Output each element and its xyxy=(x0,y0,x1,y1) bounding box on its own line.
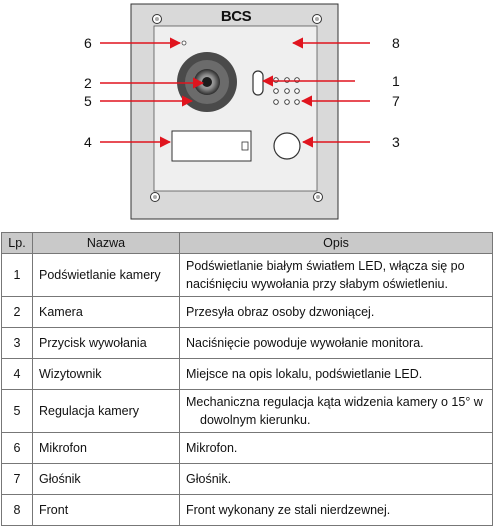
table-row: 2 Kamera Przesyła obraz osoby dzwoniącej… xyxy=(1,296,493,328)
row-nazwa: Głośnik xyxy=(32,463,180,495)
door-station-diagram: BCS 1 2 3 4 5 6 7 8 xyxy=(84,3,400,220)
front-face xyxy=(153,25,318,192)
header-nazwa: Nazwa xyxy=(32,232,180,254)
row-lp: 5 xyxy=(1,389,33,433)
parts-table: Lp. Nazwa Opis 1 Podświetlanie kamery Po… xyxy=(1,232,493,526)
row-lp: 2 xyxy=(1,296,33,328)
call-button xyxy=(273,132,301,160)
row-lp: 4 xyxy=(1,358,33,390)
callout-number-3: 3 xyxy=(392,134,400,150)
name-tag-holder xyxy=(171,130,252,162)
row-nazwa: Wizytownik xyxy=(32,358,180,390)
row-opis: Przesyła obraz osoby dzwoniącej. xyxy=(179,296,493,328)
callout-number-5: 5 xyxy=(84,93,92,109)
row-opis: Mechaniczna regulacja kąta widzenia kame… xyxy=(179,389,493,433)
callout-number-7: 7 xyxy=(392,93,400,109)
opis-line: dowolnym kierunku. xyxy=(200,413,311,427)
callout-number-6: 6 xyxy=(84,35,92,51)
row-lp: 7 xyxy=(1,463,33,495)
screw-icon xyxy=(313,192,323,202)
table-row: 4 Wizytownik Miejsce na opis lokalu, pod… xyxy=(1,358,493,390)
row-opis: Podświetlanie białym światłem LED, włącz… xyxy=(179,253,493,297)
header-opis: Opis xyxy=(179,232,493,254)
callout-number-2: 2 xyxy=(84,75,92,91)
row-nazwa: Regulacja kamery xyxy=(32,389,180,433)
table-row: 1 Podświetlanie kamery Podświetlanie bia… xyxy=(1,253,493,297)
row-opis: Naciśnięcie powoduje wywołanie monitora. xyxy=(179,327,493,359)
table-row: 7 Głośnik Głośnik. xyxy=(1,463,493,495)
row-lp: 1 xyxy=(1,253,33,297)
header-lp: Lp. xyxy=(1,232,33,254)
table-row: 5 Regulacja kamery Mechaniczna regulacja… xyxy=(1,389,493,433)
row-lp: 3 xyxy=(1,327,33,359)
table-row: 6 Mikrofon Mikrofon. xyxy=(1,432,493,464)
microphone-icon xyxy=(181,40,187,46)
screw-icon xyxy=(150,192,160,202)
brand-logo: BCS xyxy=(221,8,252,25)
camera-led xyxy=(252,70,264,96)
screw-icon xyxy=(152,14,162,24)
opis-line: Podświetlanie białym światłem LED, włącz… xyxy=(186,259,465,273)
row-nazwa: Mikrofon xyxy=(32,432,180,464)
row-nazwa: Podświetlanie kamery xyxy=(32,253,180,297)
screw-icon xyxy=(312,14,322,24)
opis-line: naciśnięciu wywołania przy słabym oświet… xyxy=(186,277,448,291)
row-nazwa: Przycisk wywołania xyxy=(32,327,180,359)
row-opis: Głośnik. xyxy=(179,463,493,495)
row-opis: Mikrofon. xyxy=(179,432,493,464)
table-row: 3 Przycisk wywołania Naciśnięcie powoduj… xyxy=(1,327,493,359)
row-lp: 6 xyxy=(1,432,33,464)
row-opis: Miejsce na opis lokalu, podświetlanie LE… xyxy=(179,358,493,390)
callout-number-8: 8 xyxy=(392,35,400,51)
callout-number-4: 4 xyxy=(84,134,92,150)
opis-line: Mechaniczna regulacja kąta widzenia kame… xyxy=(186,395,483,409)
row-nazwa: Kamera xyxy=(32,296,180,328)
table-header-row: Lp. Nazwa Opis xyxy=(1,232,493,254)
callout-number-1: 1 xyxy=(392,73,400,89)
